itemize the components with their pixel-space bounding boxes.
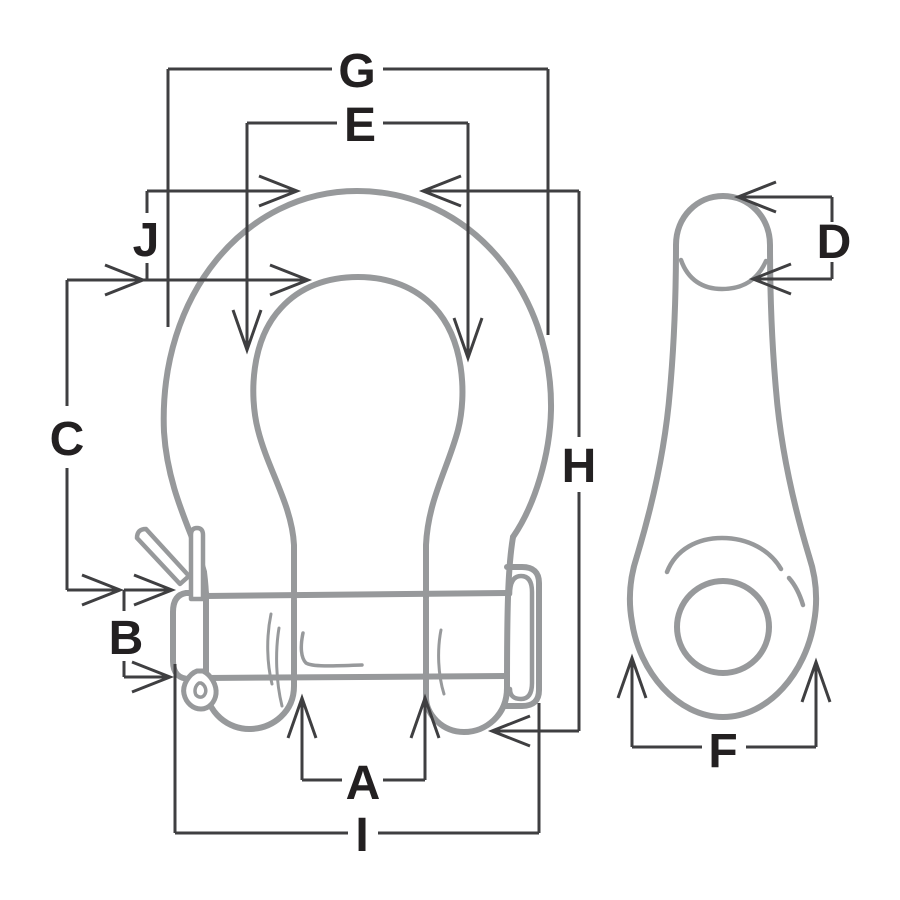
pin-shaft-top-edge bbox=[203, 590, 510, 599]
bow-inner-opening bbox=[250, 274, 466, 601]
dim-f-bracket-left bbox=[630, 658, 702, 749]
front-view-artwork bbox=[134, 188, 555, 735]
dim-mid-arrow-1 bbox=[104, 263, 148, 297]
dim-label-a: A bbox=[346, 757, 381, 810]
dim-label-g: G bbox=[338, 45, 375, 98]
side-view-pin-hole bbox=[674, 578, 772, 676]
dim-e-arrow-right bbox=[452, 317, 484, 363]
dim-label-i: I bbox=[355, 809, 368, 862]
left-leg-shading-1 bbox=[266, 612, 274, 686]
dimension-lines bbox=[65, 67, 834, 835]
dim-a-bracket-right bbox=[383, 698, 427, 782]
dim-mid-arrow-2 bbox=[269, 263, 313, 297]
right-leg bbox=[423, 534, 516, 735]
dim-f-bracket-right bbox=[746, 662, 818, 749]
dim-label-f: F bbox=[708, 725, 737, 778]
side-view-boss-arc-right bbox=[786, 575, 806, 608]
dim-label-d: D bbox=[817, 216, 852, 269]
dim-e-arrow-left bbox=[231, 309, 263, 355]
pin-shading bbox=[299, 631, 364, 668]
side-view-boss-arc-left bbox=[664, 535, 784, 575]
dim-label-b: B bbox=[109, 612, 144, 665]
dim-label-j: J bbox=[133, 214, 160, 267]
pin-shaft-bottom-edge bbox=[203, 673, 510, 681]
dim-h-bottom-arrow bbox=[487, 714, 531, 748]
cotter-pin-arm bbox=[134, 526, 192, 587]
dim-top-arrow-right bbox=[418, 174, 462, 208]
dim-c-bottom-arrow bbox=[81, 573, 125, 607]
dim-d-top-arrow bbox=[733, 180, 777, 214]
dim-label-e: E bbox=[344, 99, 376, 152]
side-view-pin-crescent bbox=[678, 257, 769, 292]
pin-nut-outline bbox=[502, 564, 542, 709]
cotter-ring-hole bbox=[193, 681, 208, 699]
dimension-labels: G E J C B A I H D F bbox=[50, 45, 852, 862]
side-view-outline bbox=[626, 193, 820, 720]
dim-label-h: H bbox=[562, 440, 597, 493]
dim-a-bracket-left bbox=[300, 698, 342, 782]
right-leg-shading bbox=[437, 628, 446, 696]
left-leg-shading-2 bbox=[275, 626, 284, 708]
cotter-ring bbox=[181, 668, 219, 712]
dim-b-bottom-arrow bbox=[131, 660, 175, 694]
left-leg bbox=[201, 569, 297, 732]
dim-d-bottom-arrow bbox=[748, 262, 792, 296]
pin-nut-inner-line bbox=[507, 573, 535, 702]
dim-label-c: C bbox=[50, 413, 85, 466]
dim-top-arrow-left bbox=[258, 174, 302, 208]
pin-head bbox=[170, 590, 209, 682]
cotter-pin-vertical bbox=[188, 525, 206, 602]
dim-b-top-arrow bbox=[133, 573, 177, 607]
side-view-artwork bbox=[626, 193, 820, 720]
bow-outer-outline bbox=[160, 188, 555, 575]
